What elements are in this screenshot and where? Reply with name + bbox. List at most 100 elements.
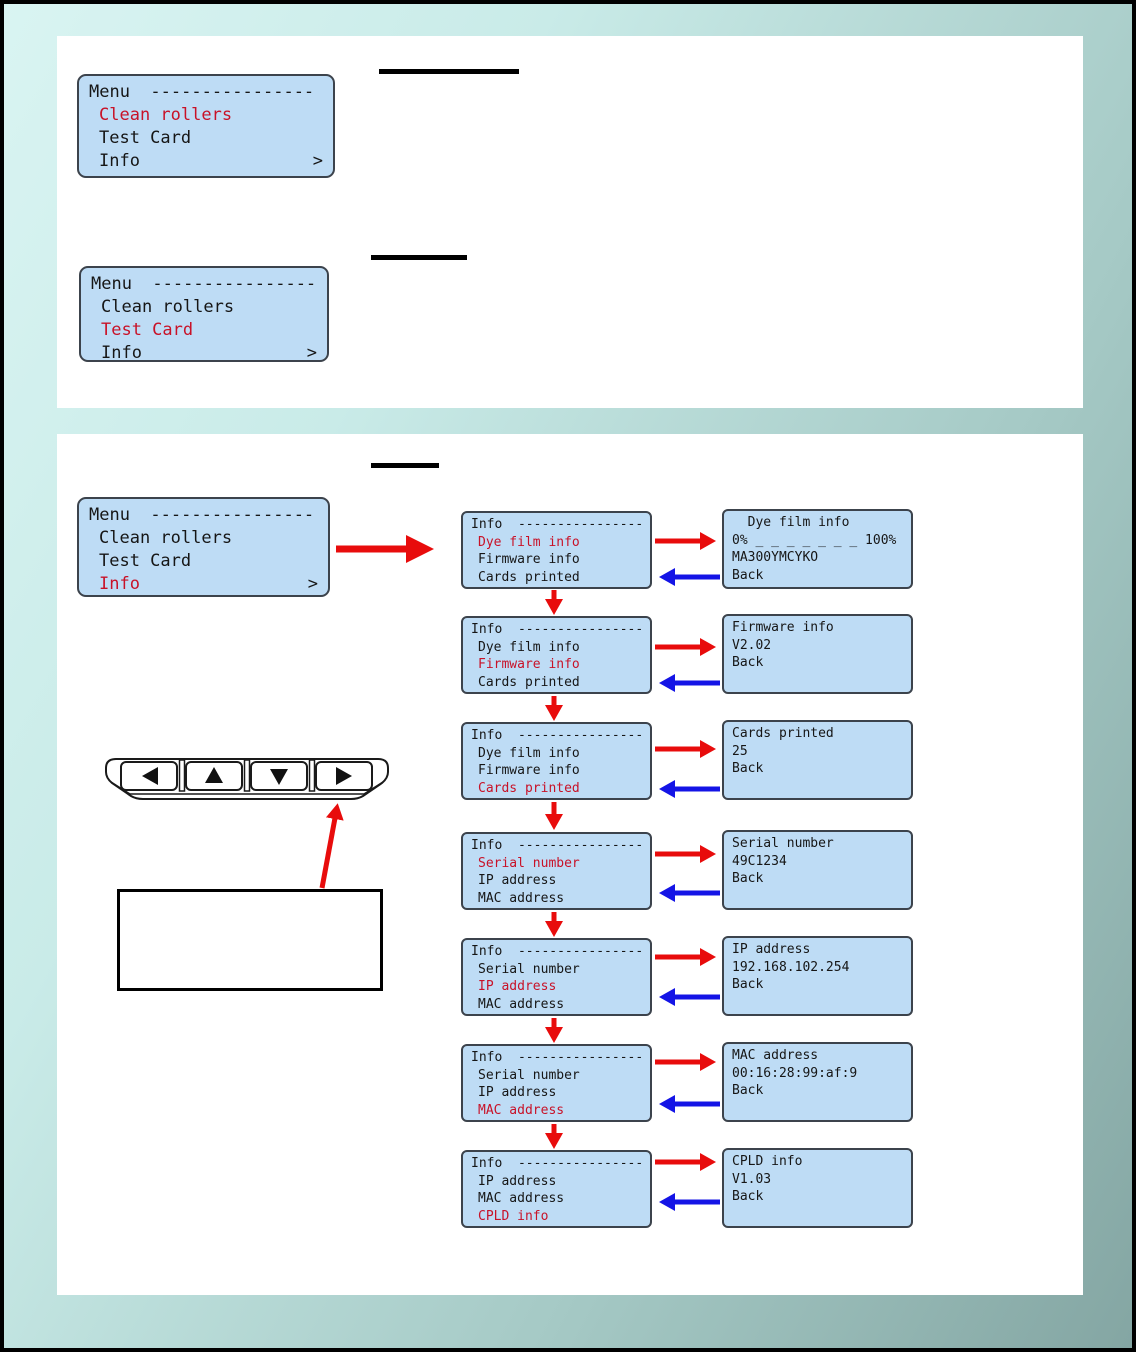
info-item: Dye film info <box>478 534 580 550</box>
lcd-header: Menu ---------------- <box>89 505 315 525</box>
detail-title: Firmware info <box>732 620 834 635</box>
callout-box <box>117 889 383 991</box>
detail-value: 49C1234 <box>732 853 787 869</box>
back-label: Back <box>732 1189 764 1204</box>
lcd-screen-menu-info: Menu ---------------- Clean rollers Test… <box>77 497 330 597</box>
menu-item-info-label: Info <box>99 151 140 171</box>
detail-value: V2.02 <box>732 637 772 653</box>
menu-item-clean-rollers: Clean rollers <box>99 528 233 548</box>
info-item: MAC address <box>478 1191 565 1206</box>
detail-screen-cpld: CPLD info V1.03 Back <box>722 1148 913 1228</box>
lcd-header: Menu ---------------- <box>89 82 315 102</box>
info-screen-firmware: Info ---------------- Dye film info Firm… <box>461 616 652 694</box>
info-screen-cards-printed: Info ---------------- Dye film info Firm… <box>461 722 652 800</box>
menu-item-clean-rollers: Clean rollers <box>101 297 235 317</box>
info-item: Dye film info <box>478 639 580 655</box>
info-item: Serial number <box>478 855 580 871</box>
chevron-right-icon: > <box>312 151 323 171</box>
keypad-graphic <box>105 758 389 800</box>
keypad-down-key <box>250 761 308 791</box>
detail-value: MA300YMCYKO <box>732 550 819 565</box>
menu-item-test-card: Test Card <box>101 320 194 340</box>
info-item: MAC address <box>478 1102 565 1118</box>
info-screen-cpld: Info ---------------- IP address MAC add… <box>461 1150 652 1228</box>
lcd-header: Info ---------------- <box>471 1050 644 1065</box>
back-label: Back <box>732 871 764 886</box>
detail-value: 0% _ _ _ _ _ _ _ 100% <box>732 532 897 548</box>
detail-screen-cards-printed: Cards printed 25 Back <box>722 720 913 800</box>
menu-item-info: Info > <box>89 573 318 595</box>
lcd-header: Info ---------------- <box>471 1156 644 1171</box>
menu-item-info: Info > <box>89 150 323 173</box>
lcd-header: Menu ---------------- <box>91 274 317 294</box>
info-item: Cards printed <box>478 780 580 796</box>
menu-item-info-label: Info <box>101 343 142 362</box>
detail-title: Dye film info <box>732 515 850 530</box>
detail-value: 00:16:28:99:af:9 <box>732 1065 858 1081</box>
detail-title: IP address <box>732 942 811 957</box>
detail-value: 25 <box>732 743 748 759</box>
menu-item-test-card: Test Card <box>99 128 192 148</box>
info-screen-serial-number: Info ---------------- Serial number IP a… <box>461 832 652 910</box>
info-screen-ip-address: Info ---------------- Serial number IP a… <box>461 938 652 1016</box>
detail-title: Cards printed <box>732 726 834 741</box>
info-section-panel: Menu ---------------- Clean rollers Test… <box>57 434 1083 1295</box>
detail-value: V1.03 <box>732 1171 772 1187</box>
info-screen-mac-address: Info ---------------- Serial number IP a… <box>461 1044 652 1122</box>
info-screen-dye-film: Info ---------------- Dye film info Firm… <box>461 511 652 589</box>
keypad-left-key <box>120 761 178 791</box>
heading-underline-1 <box>379 69 519 74</box>
info-item: Dye film info <box>478 745 580 761</box>
detail-value: 192.168.102.254 <box>732 959 850 975</box>
info-item: Firmware info <box>478 657 580 672</box>
detail-screen-ip-address: IP address 192.168.102.254 Back <box>722 936 913 1016</box>
menu-item-test-card: Test Card <box>99 551 192 571</box>
heading-underline-3 <box>371 463 439 468</box>
chevron-right-icon: > <box>306 343 317 362</box>
detail-screen-serial-number: Serial number 49C1234 Back <box>722 830 913 910</box>
info-item: Firmware info <box>478 763 580 778</box>
lcd-screen-menu-clean-rollers: Menu ---------------- Clean rollers Test… <box>77 74 335 178</box>
heading-underline-2 <box>371 255 467 260</box>
keypad-divider <box>178 759 186 792</box>
chevron-right-icon: > <box>307 574 318 594</box>
info-item: IP address <box>478 1085 557 1100</box>
lcd-header: Info ---------------- <box>471 517 644 532</box>
detail-screen-dye-film: Dye film info 0% _ _ _ _ _ _ _ 100% MA30… <box>722 509 913 589</box>
info-item: Cards printed <box>478 569 580 585</box>
info-item: Serial number <box>478 961 580 977</box>
up-arrow-icon <box>205 767 223 783</box>
detail-title: Serial number <box>732 836 834 851</box>
lcd-header: Info ---------------- <box>471 838 644 853</box>
right-arrow-icon <box>336 767 352 785</box>
back-label: Back <box>732 761 764 776</box>
back-label: Back <box>732 567 764 583</box>
lcd-header: Info ---------------- <box>471 944 644 959</box>
info-item: Serial number <box>478 1067 580 1083</box>
back-label: Back <box>732 655 764 670</box>
detail-title: MAC address <box>732 1048 819 1063</box>
info-item: CPLD info <box>478 1208 549 1224</box>
top-section-panel: Menu ---------------- Clean rollers Test… <box>57 36 1083 408</box>
keypad-up-key <box>185 761 243 791</box>
keypad-divider <box>243 759 251 792</box>
keypad-right-key <box>315 761 373 791</box>
info-item: IP address <box>478 979 557 994</box>
info-item: MAC address <box>478 890 565 906</box>
detail-screen-mac-address: MAC address 00:16:28:99:af:9 Back <box>722 1042 913 1122</box>
info-item: Cards printed <box>478 674 580 690</box>
down-arrow-icon <box>270 769 288 785</box>
info-item: MAC address <box>478 996 565 1012</box>
left-arrow-icon <box>142 767 158 785</box>
lcd-header: Info ---------------- <box>471 622 644 637</box>
detail-title: CPLD info <box>732 1154 803 1169</box>
menu-item-clean-rollers: Clean rollers <box>99 105 233 125</box>
back-label: Back <box>732 977 764 992</box>
info-item: Firmware info <box>478 552 580 567</box>
lcd-header: Info ---------------- <box>471 728 644 743</box>
lcd-screen-menu-test-card: Menu ---------------- Clean rollers Test… <box>79 266 329 362</box>
detail-screen-firmware: Firmware info V2.02 Back <box>722 614 913 694</box>
menu-item-info-label: Info <box>99 574 140 594</box>
menu-item-info: Info > <box>91 342 317 362</box>
